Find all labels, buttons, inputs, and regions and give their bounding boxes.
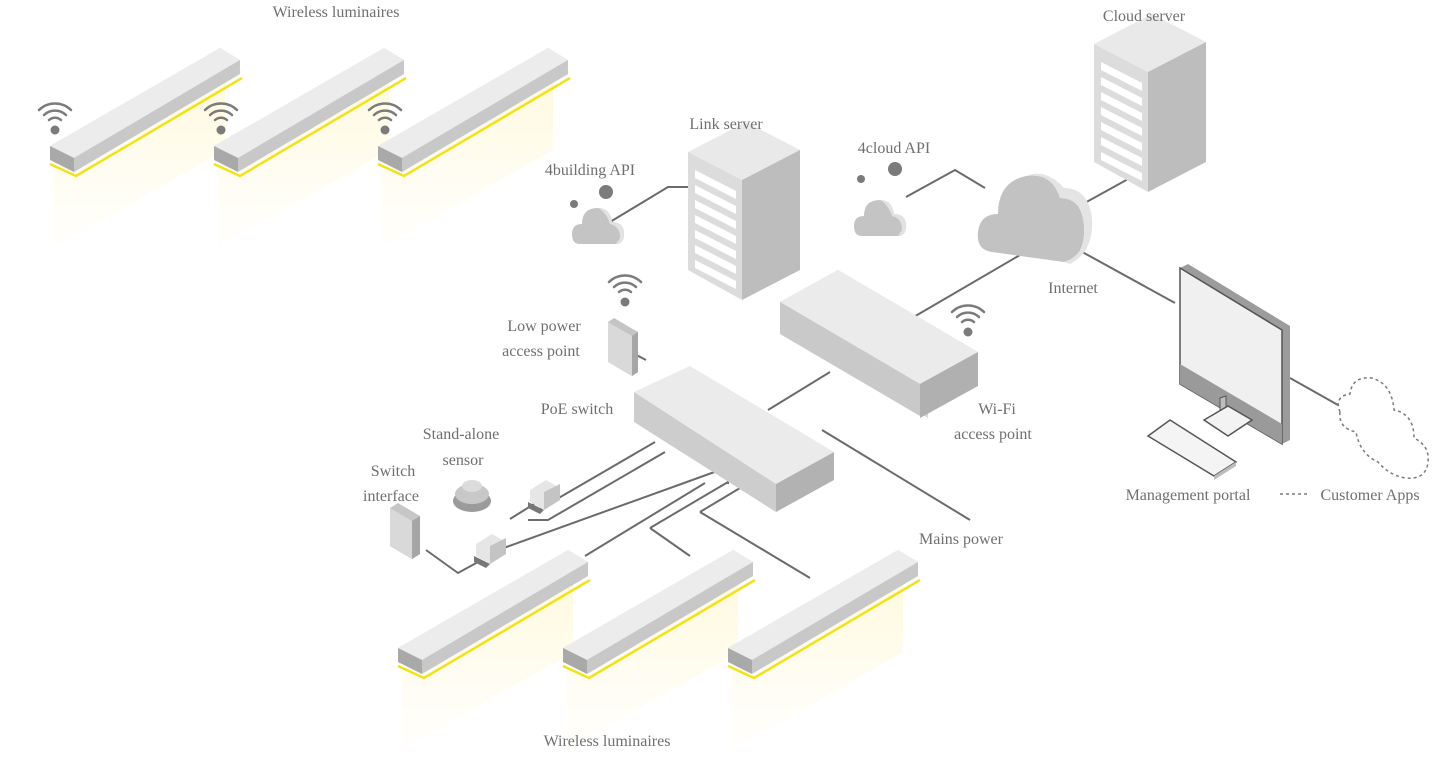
label-wifi-ap-2: access point (954, 426, 1032, 443)
label-internet: Internet (1048, 280, 1098, 297)
luminaires-top (37, 46, 572, 250)
luminaires-bottom (396, 548, 922, 752)
server-icon (688, 122, 800, 300)
poe-switch (634, 366, 834, 512)
label-mains-power: Mains power (919, 531, 1004, 548)
wifi-icon (950, 304, 986, 338)
low-power-access-point (607, 274, 643, 376)
label-wifi-ap-1: Wi-Fi (978, 401, 1016, 418)
stand-alone-sensor (453, 480, 491, 512)
luminaire-top-1 (48, 46, 244, 250)
cloud-icon (977, 175, 1085, 262)
wifi-icon (37, 102, 73, 136)
label-building-api: 4building API (545, 162, 635, 179)
label-switch-if-1: Switch (371, 463, 415, 480)
label-link-server: Link server (689, 116, 763, 133)
label-low-power-ap-2: access point (502, 343, 580, 360)
luminaire-bottom-3 (726, 548, 922, 752)
wifi-icon (607, 274, 643, 308)
label-sensor-1: Stand-alone (423, 426, 499, 443)
label-low-power-ap-1: Low power (507, 318, 581, 335)
label-poe-switch: PoE switch (541, 401, 613, 418)
cloud-icon (854, 200, 906, 236)
labels: Wireless luminaires Cloud server Link se… (273, 4, 1420, 750)
keyboard-icon (1146, 419, 1238, 480)
luminaire-bottom-1 (396, 548, 592, 752)
label-customer-apps: Customer Apps (1320, 487, 1419, 504)
label-management-portal: Management portal (1126, 487, 1251, 504)
label-wireless-luminaires-top: Wireless luminaires (273, 4, 400, 21)
customer-apps-cloud (1337, 377, 1429, 479)
connection-lines (425, 167, 1339, 579)
switch-interface (390, 503, 420, 559)
cloud-api-cloud (854, 162, 906, 236)
luminaire-bottom-2 (561, 548, 757, 752)
cloud-icon (572, 208, 624, 244)
monitor-icon (1179, 264, 1290, 446)
internet-cloud (977, 173, 1093, 264)
sensor-connector (528, 480, 560, 514)
label-switch-if-2: interface (363, 488, 419, 505)
luminaire-top-3 (376, 46, 572, 250)
cloud-icon (1337, 377, 1429, 479)
building-api-cloud (570, 185, 624, 244)
switch-connector (474, 534, 506, 568)
label-wireless-luminaires-bottom: Wireless luminaires (544, 733, 671, 750)
server-icon (1094, 14, 1206, 192)
label-cloud-server: Cloud server (1103, 8, 1186, 25)
wifi-access-point (780, 270, 986, 418)
label-sensor-2: sensor (443, 452, 485, 469)
label-cloud-api: 4cloud API (858, 140, 930, 157)
luminaire-top-2 (212, 46, 408, 250)
